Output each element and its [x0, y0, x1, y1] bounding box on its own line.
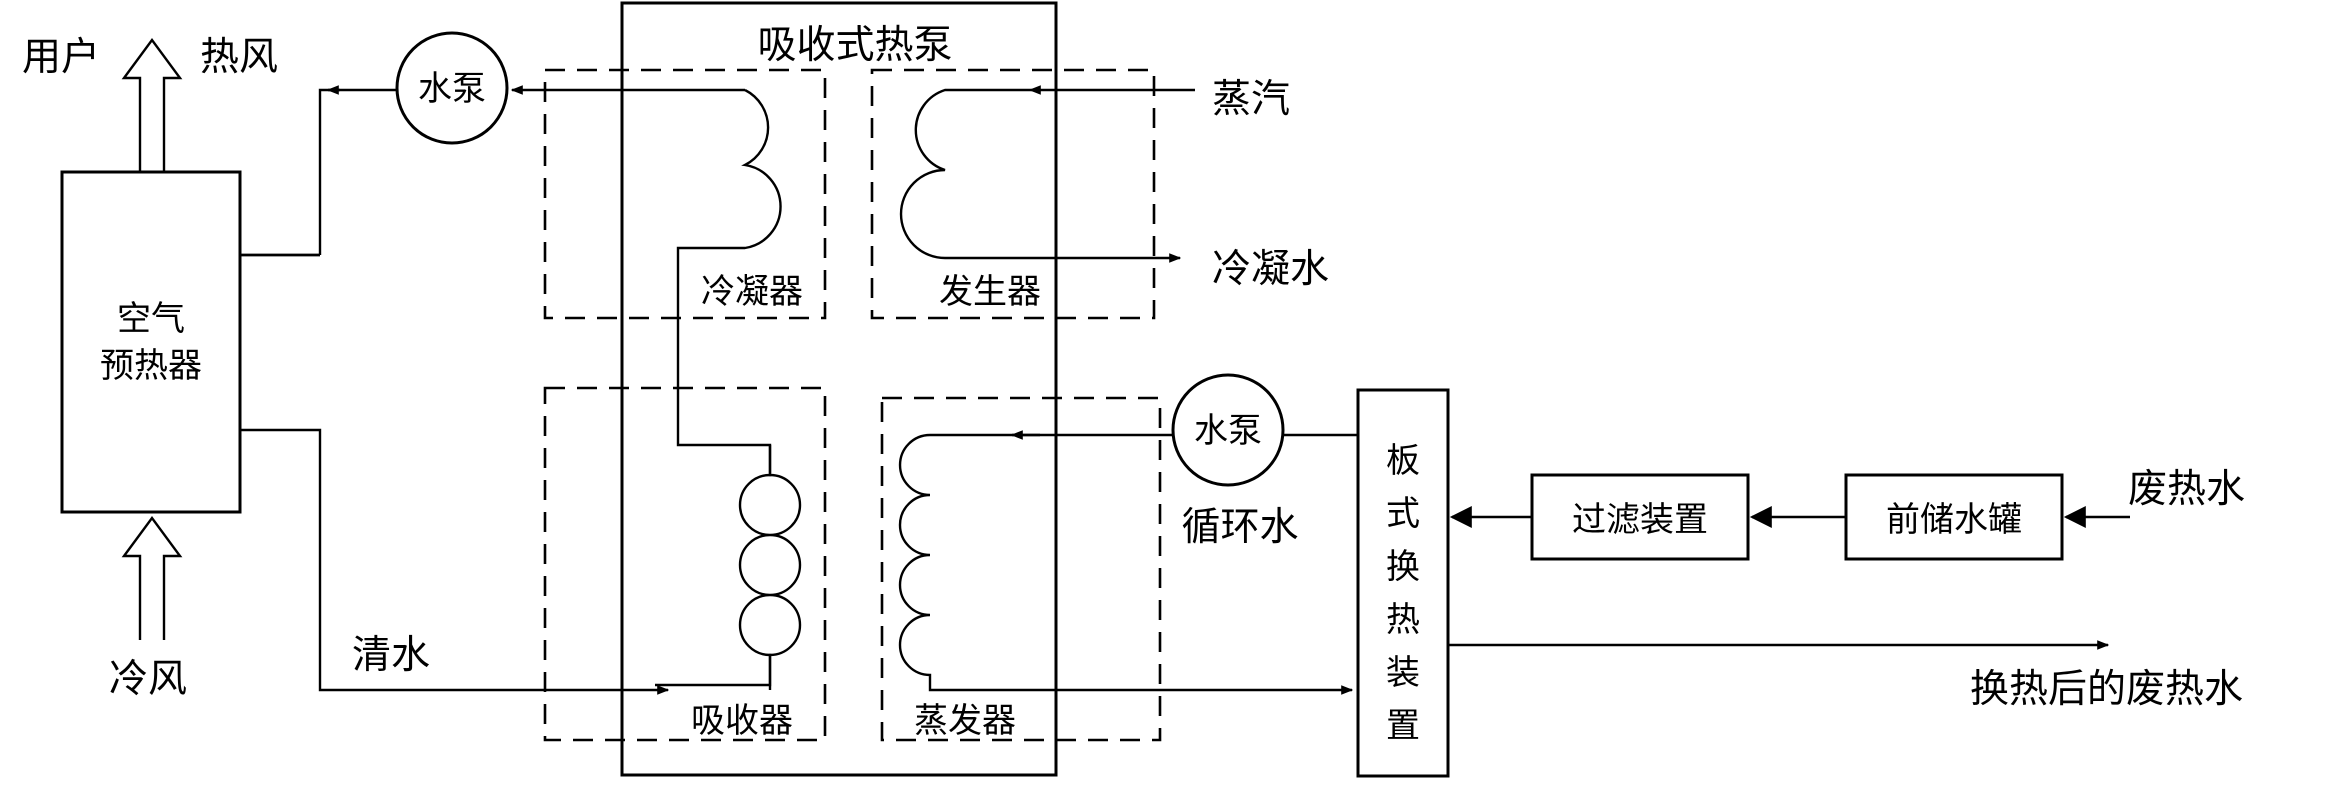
- flow-clean-water: [240, 428, 670, 695]
- plate-hx-char-4: 热: [1386, 600, 1420, 640]
- plate-hx-char-6: 置: [1386, 706, 1420, 746]
- absorber-label: 吸收器: [691, 701, 793, 741]
- air-preheater-label-line1: 空气: [117, 299, 185, 339]
- water-pump-mid-label: 水泵: [1194, 411, 1262, 451]
- condenser-section: [543, 68, 827, 320]
- generator-label: 发生器: [939, 272, 1041, 312]
- evaporator-label: 蒸发器: [914, 701, 1016, 741]
- water-pump-mid: [1171, 373, 1285, 487]
- absorber-section: [543, 386, 827, 742]
- water-pump-top-label: 水泵: [418, 69, 486, 109]
- air-preheater-box: [60, 170, 242, 514]
- plate-hx-char-5: 装: [1386, 653, 1420, 693]
- waste-hot-water-label: 废热水: [2128, 467, 2245, 512]
- evaporator-coil: [898, 433, 1040, 692]
- pre-storage-tank-label: 前储水罐: [1886, 500, 2022, 540]
- circulating-water-label: 循环水: [1181, 505, 1298, 550]
- generator-coil: [899, 88, 1030, 260]
- absorber-coil: [768, 445, 802, 690]
- hot-air-arrow: [121, 37, 183, 172]
- cold-air-arrow: [121, 515, 183, 640]
- absorption-heat-pump-title: 吸收式热泵: [757, 23, 952, 68]
- cold-air-label: 冷风: [109, 657, 187, 702]
- plate-heat-exchanger-box: [1356, 388, 1450, 778]
- condenser-coil: [655, 422, 772, 687]
- condenser-upper-coil: [676, 88, 782, 422]
- air-preheater-label-line2: 预热器: [100, 346, 202, 386]
- user-label: 用户: [22, 35, 100, 80]
- condensate-label: 冷凝水: [1212, 247, 1329, 292]
- flow-pump-to-preheater: [240, 88, 340, 257]
- evaporator-section: [880, 396, 1162, 742]
- water-pump-top: [395, 31, 509, 145]
- generator-section: [870, 68, 1156, 320]
- waste-water-after-hx-label: 换热后的废热水: [1970, 667, 2243, 712]
- clean-water-label: 清水: [352, 633, 430, 678]
- plate-hx-char-1: 板: [1386, 441, 1420, 481]
- steam-label: 蒸汽: [1212, 77, 1290, 122]
- plate-hx-char-2: 式: [1386, 494, 1420, 534]
- plate-hx-char-3: 换: [1386, 547, 1420, 587]
- filter-device-label: 过滤装置: [1572, 500, 1708, 540]
- hot-air-label: 热风: [200, 35, 278, 80]
- condenser-label: 冷凝器: [701, 272, 803, 312]
